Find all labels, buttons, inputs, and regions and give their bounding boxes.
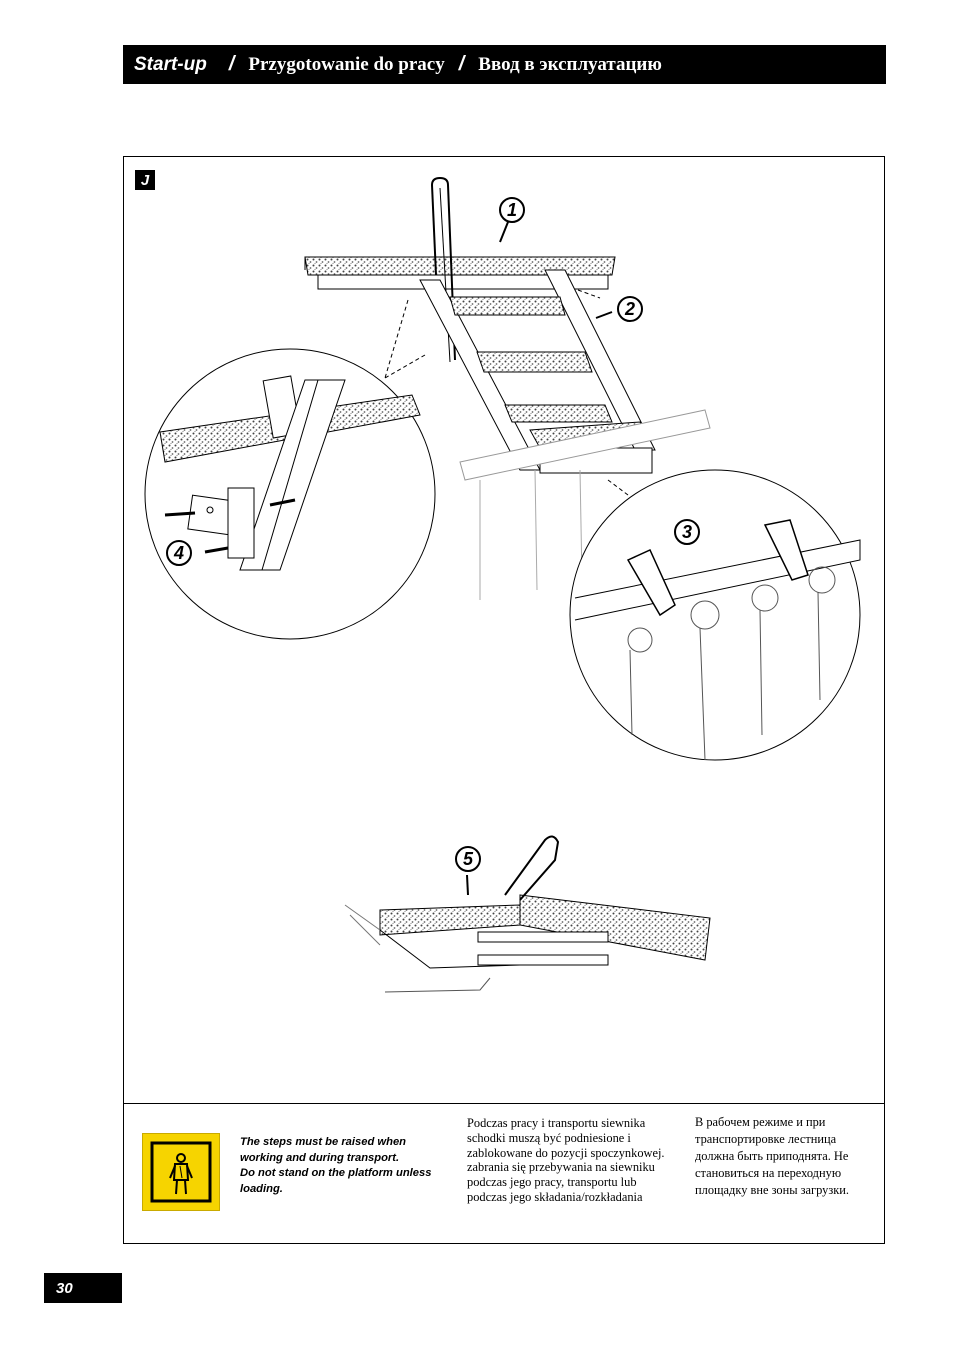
header-separator: / bbox=[458, 53, 465, 75]
warning-text-ru: В рабочем режиме и при транспортировке л… bbox=[695, 1115, 849, 1197]
figure-frame bbox=[123, 156, 885, 1244]
header-title-ru: Ввод в эксплуатацию bbox=[478, 53, 662, 75]
page-number: 30 bbox=[44, 1273, 122, 1303]
figure-label: J bbox=[135, 170, 155, 190]
callout-3: 3 bbox=[674, 519, 700, 545]
frame-divider bbox=[123, 1103, 885, 1104]
section-header: Start-up / Przygotowanie do pracy / Ввод… bbox=[123, 45, 886, 84]
callout-5: 5 bbox=[455, 846, 481, 872]
warning-text-en: The steps must be raised when working an… bbox=[240, 1136, 432, 1195]
callout-2: 2 bbox=[617, 296, 643, 322]
warning-text-pl: Podczas pracy i transportu siewnika scho… bbox=[467, 1116, 665, 1204]
callout-4: 4 bbox=[166, 540, 192, 566]
header-separator: / bbox=[228, 53, 235, 75]
callout-1: 1 bbox=[499, 197, 525, 223]
warning-person-icon bbox=[142, 1133, 220, 1211]
header-title-pl: Przygotowanie do pracy bbox=[248, 53, 445, 75]
header-title-en: Start-up bbox=[134, 53, 207, 75]
